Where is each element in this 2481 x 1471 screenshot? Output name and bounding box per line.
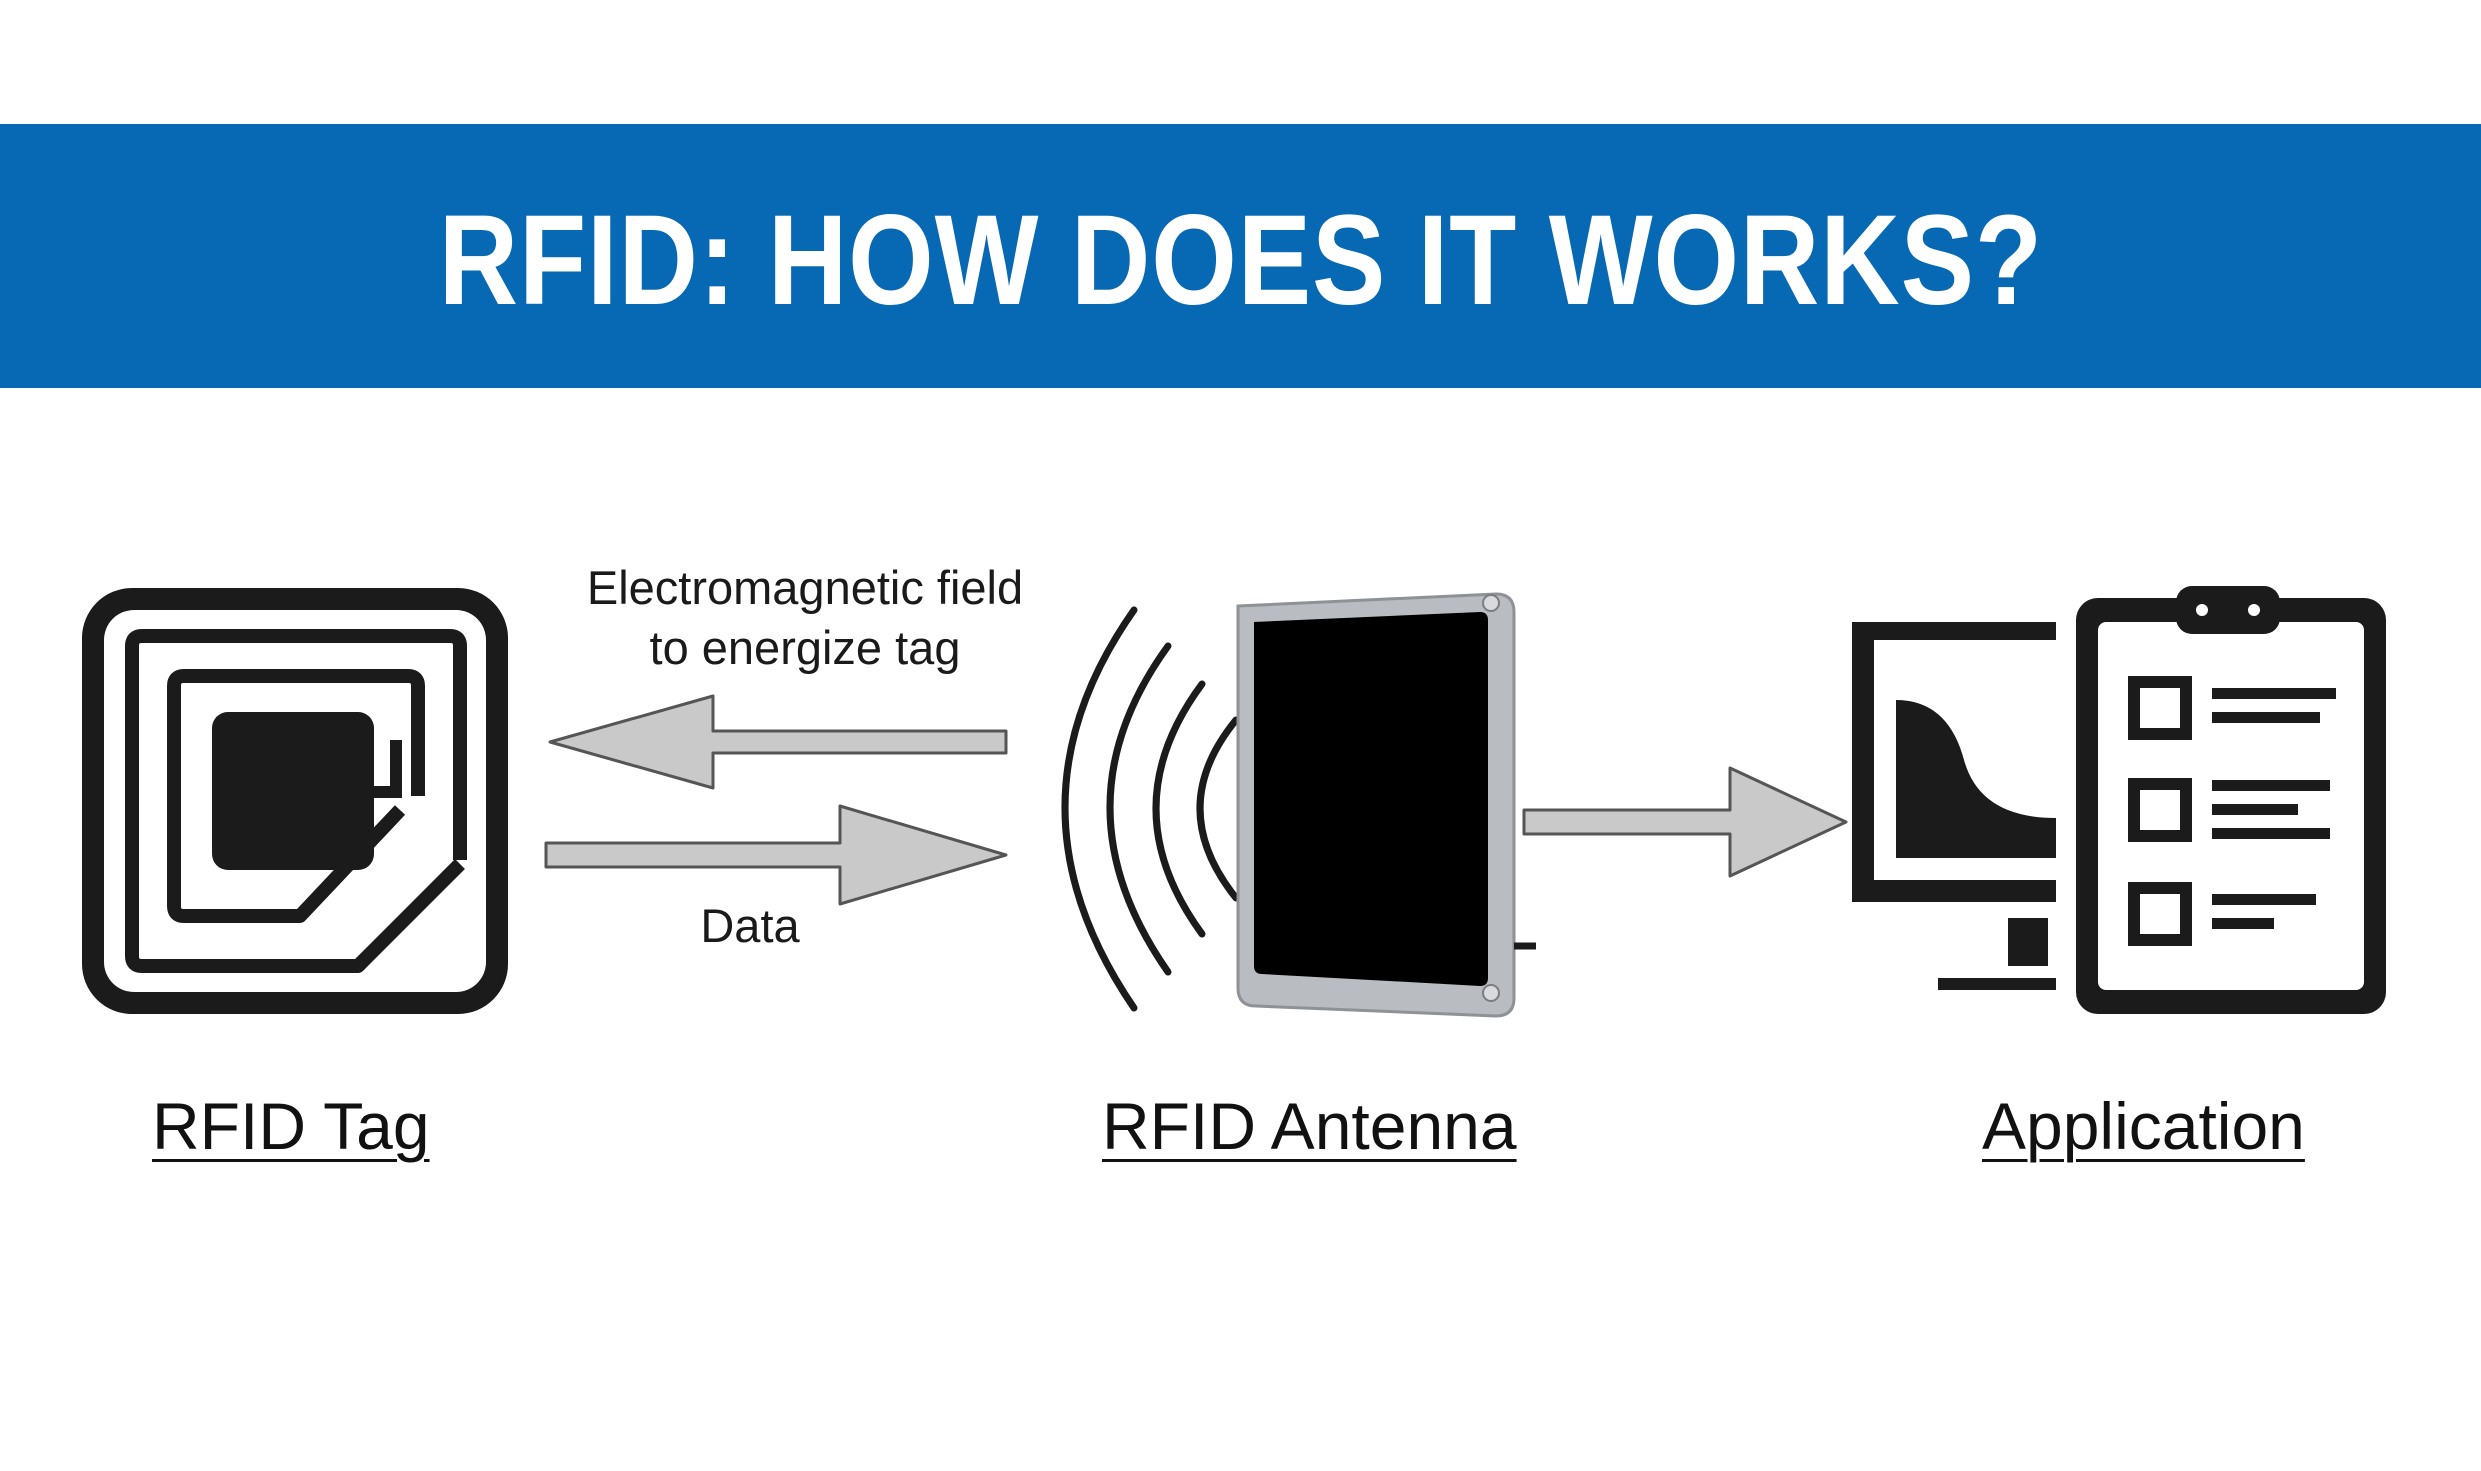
energize-label-line-1: Electromagnetic field <box>586 561 1024 614</box>
clipboard-checklist-icon <box>2076 586 2386 1014</box>
title-banner: RFID: HOW DOES IT WORKS? <box>0 124 2481 388</box>
application-arrow <box>1522 766 1848 878</box>
energize-arrow <box>548 694 1008 790</box>
rfid-antenna-icon <box>1236 592 1536 1018</box>
computer-monitor-icon <box>1852 622 2056 990</box>
application-label: Application <box>1982 1089 2305 1163</box>
energize-arrow-label: Electromagnetic field to energize tag <box>540 558 1070 678</box>
data-arrow-label: Data <box>700 899 800 952</box>
data-arrow <box>544 804 1008 906</box>
energize-label-line-2: to energize tag <box>649 621 961 674</box>
rfid-tag-label: RFID Tag <box>152 1089 430 1163</box>
rfid-antenna-label: RFID Antenna <box>1102 1089 1517 1163</box>
page-title: RFID: HOW DOES IT WORKS? <box>438 188 2043 332</box>
antenna-waves-icon <box>1061 606 1240 1012</box>
rfid-tag-icon <box>82 588 508 1014</box>
